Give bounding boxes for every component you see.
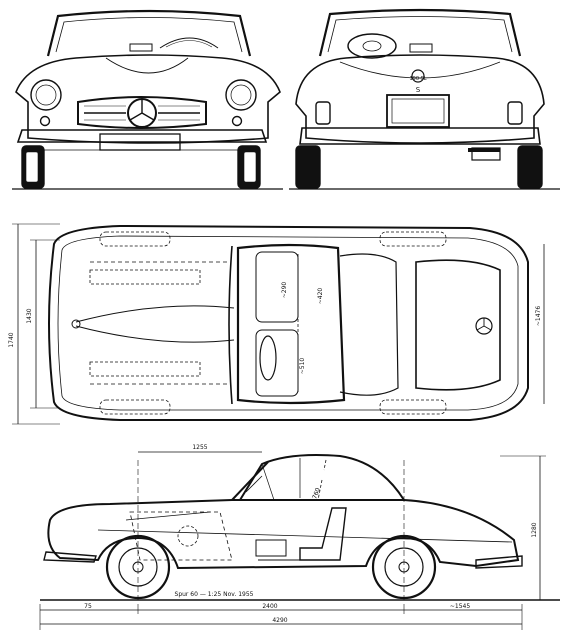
rear-left-tire — [295, 145, 321, 189]
dim-rear-note-label: 760 — [311, 487, 322, 500]
side-windshield — [231, 461, 269, 501]
dim-roof-span-label: 1255 — [192, 444, 207, 451]
seat-note-2: ~420 — [317, 288, 324, 305]
side-rear-bumper — [475, 555, 523, 569]
rear-view — [289, 8, 560, 190]
rear-steering-wheel — [347, 33, 397, 59]
left-headlight — [30, 79, 62, 111]
right-headlight — [225, 79, 257, 111]
dim-overall-width-label: 1740 — [8, 332, 15, 347]
front-body — [15, 54, 281, 144]
dim-overall-length-label: 4290 — [272, 617, 287, 624]
right-tail-light — [507, 101, 523, 125]
seat-note-1: ~290 — [281, 282, 288, 299]
rear-windshield — [318, 8, 522, 57]
top-view — [12, 223, 545, 425]
side-view — [39, 451, 560, 630]
rear-star-emblem — [411, 69, 425, 83]
right-seat — [255, 329, 299, 397]
dim-rear-width-label: ~1476 — [535, 306, 542, 326]
front-windshield — [46, 9, 252, 57]
right-fog-light — [231, 115, 243, 127]
side-caption: Spur 60 — 1:25 Nov. 1955 — [175, 591, 254, 598]
seat-note-3: ~510 — [299, 358, 306, 375]
steering-wheel-top — [259, 335, 277, 381]
dim-rear-overhang-label: ~1545 — [450, 603, 470, 610]
rear-badge-text: S — [416, 86, 421, 94]
dim-track-width-label: 1430 — [26, 308, 33, 323]
side-seat — [299, 507, 347, 561]
exhaust-tip — [471, 147, 501, 161]
radiator-grille — [77, 96, 207, 129]
rear-bumper — [299, 127, 541, 145]
top-windshield — [228, 245, 233, 405]
front-bumper — [16, 129, 268, 143]
dim-height-label: 1280 — [531, 522, 538, 537]
rear-emblem-text: 190 SL — [409, 76, 426, 82]
left-tail-light — [315, 101, 331, 125]
rear-right-tire — [517, 145, 543, 189]
rear-view-mirror — [129, 43, 153, 52]
left-fog-light — [39, 115, 51, 127]
front-view — [12, 9, 283, 190]
side-front-bumper — [43, 551, 97, 563]
rear-plate — [386, 94, 450, 128]
front-star-emblem — [127, 98, 157, 128]
top-body-outline — [48, 224, 529, 421]
trunk-lid — [415, 259, 501, 391]
cockpit-opening — [236, 243, 346, 405]
dim-front-overhang-label: 75 — [84, 603, 92, 610]
rear-body — [295, 54, 545, 144]
dim-wheelbase-label: 2400 — [262, 603, 277, 610]
soft-top — [239, 454, 405, 501]
